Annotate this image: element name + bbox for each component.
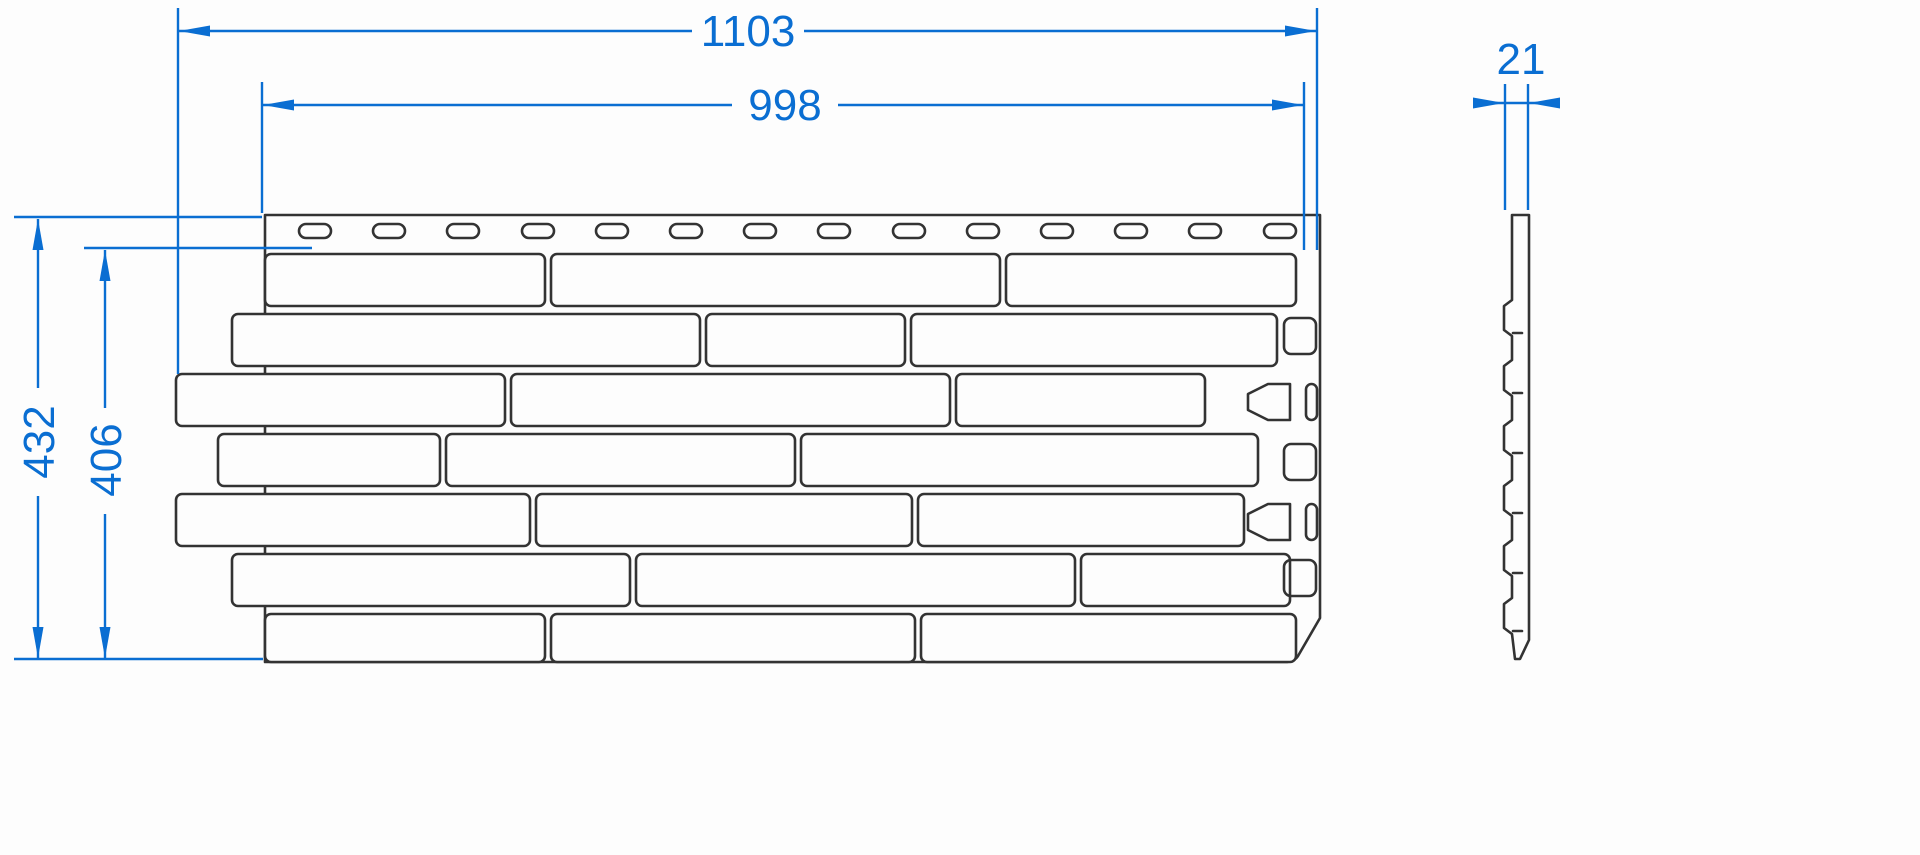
locking-strip — [1246, 316, 1319, 598]
nail-slot — [742, 222, 778, 240]
nail-slot — [371, 222, 407, 240]
dimension-working-height: 406 — [82, 246, 312, 658]
brick — [549, 252, 1002, 308]
side-profile-outline — [1502, 213, 1531, 661]
brick — [919, 612, 1298, 664]
brick — [230, 552, 632, 608]
brick — [230, 312, 702, 368]
brick — [216, 432, 442, 488]
nail-slot — [594, 222, 630, 240]
side-profile-ticks — [1511, 331, 1524, 633]
nail-slot — [668, 222, 704, 240]
lock-slot — [1304, 382, 1319, 422]
nail-slot — [1187, 222, 1223, 240]
dimension-label: 432 — [15, 405, 64, 478]
lock-hole — [1282, 558, 1318, 598]
nail-hem — [297, 222, 1298, 240]
side-view — [1502, 213, 1531, 661]
brick — [1004, 252, 1298, 308]
brick — [916, 492, 1246, 548]
dimension-total-height: 432 — [14, 215, 263, 661]
lock-hole — [1282, 316, 1318, 356]
brick — [534, 492, 914, 548]
brick — [954, 372, 1207, 428]
brick — [174, 492, 532, 548]
nail-slot — [965, 222, 1001, 240]
brick — [444, 432, 797, 488]
nail-slot — [297, 222, 333, 240]
nail-slot — [1113, 222, 1149, 240]
dimension-label: 406 — [82, 423, 131, 496]
brick — [799, 432, 1260, 488]
brick — [549, 612, 917, 664]
brick-pattern — [174, 252, 1298, 664]
lock-hole — [1282, 442, 1318, 482]
dimension-thickness: 21 — [1473, 35, 1560, 210]
nail-slot — [1262, 222, 1298, 240]
brick — [509, 372, 952, 428]
brick — [174, 372, 507, 428]
brick — [263, 612, 547, 664]
dimension-label: 998 — [748, 81, 821, 130]
brick — [1079, 552, 1292, 608]
nail-slot — [816, 222, 852, 240]
lock-tab — [1246, 502, 1292, 542]
front-view — [174, 213, 1322, 664]
nail-slot — [1039, 222, 1075, 240]
brick — [263, 252, 547, 308]
lock-slot — [1304, 502, 1319, 542]
dimension-total-width: 1103 — [176, 7, 1319, 374]
brick — [909, 312, 1279, 368]
brick — [634, 552, 1077, 608]
lock-tab — [1246, 382, 1292, 422]
dimension-working-width: 998 — [260, 81, 1306, 250]
dimension-label: 1103 — [701, 7, 796, 56]
nail-slot — [520, 222, 556, 240]
brick — [704, 312, 907, 368]
nail-slot — [891, 222, 927, 240]
dimension-label: 21 — [1497, 35, 1546, 84]
nail-slot — [445, 222, 481, 240]
